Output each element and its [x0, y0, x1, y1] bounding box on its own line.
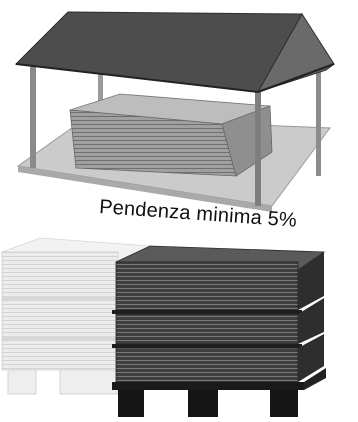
canopy-roof-side — [256, 13, 335, 93]
dark-board-stack — [112, 245, 326, 383]
light-board-stack — [1, 237, 152, 395]
canopy-icon — [14, 11, 335, 212]
canopy-post-back-left — [98, 58, 103, 124]
canopy-board-stack — [69, 93, 273, 177]
pallet — [112, 368, 326, 417]
pallet-stack-icon — [1, 237, 326, 417]
canopy-post-back-right — [316, 58, 321, 176]
dark-stack-layer-middle — [115, 313, 299, 345]
dark-stack-layer-top — [115, 261, 299, 311]
canopy-ground-edge — [18, 166, 272, 212]
canopy-post-front-left — [30, 66, 36, 168]
canopy-post-front-right — [255, 88, 261, 206]
dark-stack-layer-bottom — [115, 347, 299, 383]
